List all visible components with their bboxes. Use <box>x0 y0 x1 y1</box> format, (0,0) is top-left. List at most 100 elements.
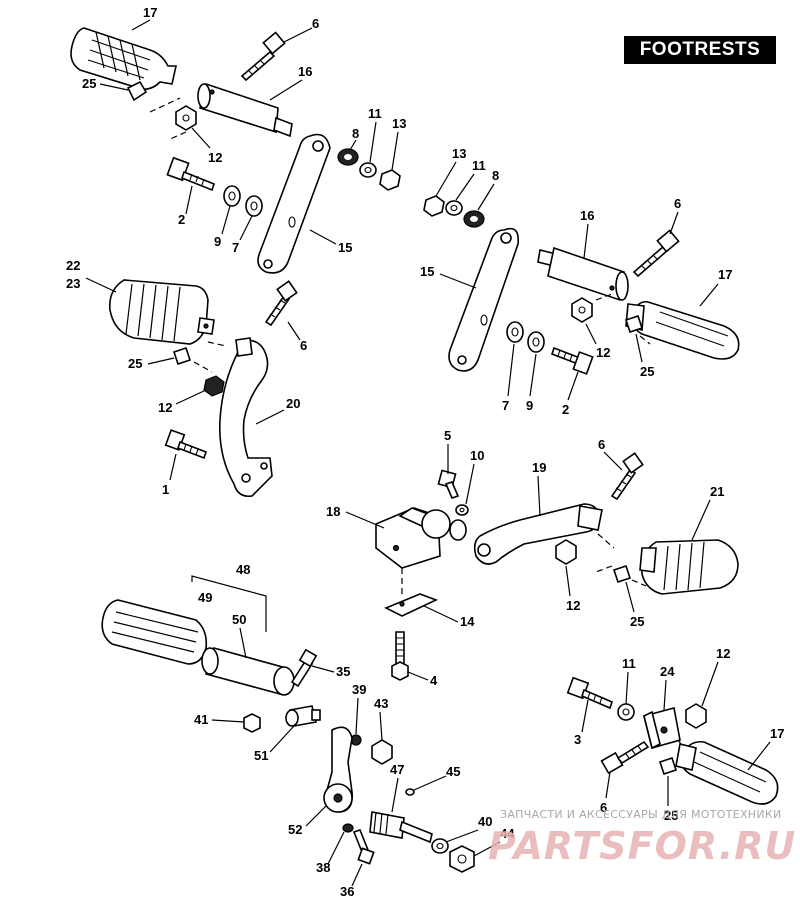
callout-7-left: 7 <box>232 240 239 255</box>
callout-12-mid: 12 <box>158 400 172 415</box>
callout-4: 4 <box>430 673 438 688</box>
footpeg-grip-49 <box>101 599 208 665</box>
bolt-6-top <box>240 31 286 82</box>
callout-16-right: 16 <box>580 208 594 223</box>
callout-43: 43 <box>374 696 388 711</box>
callout-17-br: 17 <box>770 726 784 741</box>
callout-6-top: 6 <box>312 16 319 31</box>
clip-25-top <box>126 80 148 102</box>
callout-12-lever: 12 <box>566 598 580 613</box>
plate-14 <box>384 593 439 617</box>
callout-8-top: 8 <box>352 126 359 141</box>
lever-19 <box>473 503 603 565</box>
spring-pivot-47 <box>369 811 433 844</box>
bolt-2-top <box>166 156 215 192</box>
bolt-3 <box>566 676 613 710</box>
callout-15-right: 15 <box>420 264 434 279</box>
callout-17-top-left: 17 <box>143 5 157 20</box>
callout-2-right: 2 <box>562 402 569 417</box>
callout-21: 21 <box>710 484 724 499</box>
callout-20: 20 <box>286 396 300 411</box>
callout-23: 23 <box>66 276 80 291</box>
bolt-1 <box>164 429 208 460</box>
callout-14: 14 <box>460 614 475 629</box>
bracket-20 <box>218 337 273 498</box>
callout-6-right: 6 <box>674 196 681 211</box>
callout-25-lever: 25 <box>630 614 644 629</box>
bolt-6-mid <box>264 280 298 327</box>
callout-40: 40 <box>478 814 492 829</box>
callout-48: 48 <box>236 562 250 577</box>
callout-9-right: 9 <box>526 398 533 413</box>
arm-52 <box>323 726 354 813</box>
callout-41: 41 <box>194 712 208 727</box>
nut-44 <box>449 845 475 873</box>
washers-13-11-8-right <box>423 195 485 228</box>
callout-25-right: 25 <box>640 364 654 379</box>
pin-16-top <box>197 82 293 138</box>
callout-49: 49 <box>198 590 212 605</box>
callout-47: 47 <box>390 762 404 777</box>
nut-12-br <box>685 703 707 729</box>
callout-38: 38 <box>316 860 330 875</box>
left-footpeg-22-23 <box>108 279 215 345</box>
washer-40 <box>431 838 449 854</box>
callout-8-right: 8 <box>492 168 499 183</box>
diagram-title: FOOTRESTS <box>624 36 776 64</box>
bracket-15-top <box>257 133 331 274</box>
right-footpeg-17 <box>625 300 740 360</box>
bracket-15-right <box>448 227 520 372</box>
bolt-6-lever <box>610 452 644 501</box>
right-footpeg-21 <box>639 539 739 595</box>
nut-12-mid <box>203 375 225 397</box>
clevis-24 <box>643 707 681 750</box>
spring-39 <box>350 734 362 746</box>
callout-10: 10 <box>470 448 484 463</box>
clip-25-br <box>658 756 678 776</box>
bolt-6-br <box>600 740 650 775</box>
callout-13-top: 13 <box>392 116 406 131</box>
callout-24: 24 <box>660 664 675 679</box>
callout-9-left: 9 <box>214 234 221 249</box>
callout-22: 22 <box>66 258 80 273</box>
washers-9-7-top <box>223 185 263 217</box>
callout-6-mid: 6 <box>300 338 307 353</box>
callout-25-top-left: 25 <box>82 76 96 91</box>
clip-25-lever <box>612 564 632 584</box>
pin-45 <box>405 788 415 796</box>
callout-11-br: 11 <box>622 656 636 671</box>
callout-12-top: 12 <box>208 150 222 165</box>
sleeve-50 <box>201 647 295 696</box>
pivot-51 <box>285 705 321 727</box>
callout-12-right: 12 <box>596 345 610 360</box>
callout-25-br: 25 <box>664 808 678 823</box>
watermark-logo: PARTSFOR.RU <box>488 824 797 868</box>
bolt-36 <box>352 829 375 865</box>
callout-6-lever: 6 <box>598 437 605 452</box>
callout-16-top: 16 <box>298 64 312 79</box>
callout-12-br: 12 <box>716 646 730 661</box>
washer-38 <box>342 823 354 833</box>
footpeg-17-br <box>675 740 779 805</box>
clip-25-mid <box>172 346 192 366</box>
callout-6-br: 6 <box>600 800 607 815</box>
callout-7-right: 7 <box>502 398 509 413</box>
washer-11-br <box>617 703 635 721</box>
callout-18: 18 <box>326 504 340 519</box>
bolt-5 <box>437 469 460 499</box>
callout-45: 45 <box>446 764 460 779</box>
callout-35: 35 <box>336 664 350 679</box>
callout-36: 36 <box>340 884 354 899</box>
washers-8-11-13-top <box>337 148 401 191</box>
washers-7-9-right <box>506 321 545 353</box>
bolt-2-right <box>550 346 594 375</box>
nut-12-lever <box>555 539 577 565</box>
nut-12-right <box>571 297 593 323</box>
callout-39: 39 <box>352 682 366 697</box>
callout-11-top: 11 <box>368 106 382 121</box>
bolt-4 <box>391 631 409 681</box>
clip-25-right <box>624 314 644 334</box>
mount-18 <box>375 507 467 569</box>
callout-labels: 17 6 25 16 12 8 11 13 2 9 7 15 13 11 8 1… <box>66 5 784 899</box>
